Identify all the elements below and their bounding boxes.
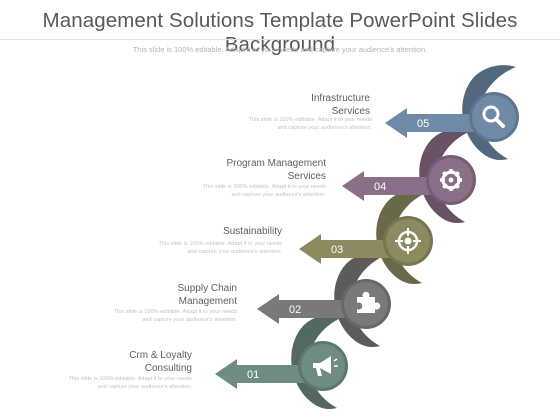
step-02-desc-line-1: This slide is 100% editable. Adapt it to… <box>113 309 237 315</box>
step-02-description: This slide is 100% editable. Adapt it to… <box>67 309 237 324</box>
step-04-arrow <box>342 171 437 201</box>
step-03-arrow <box>299 234 394 264</box>
step-05-description: This slide is 100% editable. Adapt it to… <box>200 117 372 132</box>
step-04-description: This slide is 100% editable. Adapt it to… <box>156 184 326 199</box>
target-icon <box>395 228 421 254</box>
step-04: 04 <box>342 128 476 224</box>
step-05: 05 <box>385 65 519 161</box>
step-05-title-line-1: Infrastructure <box>311 93 370 104</box>
magnifier-icon <box>482 105 505 128</box>
megaphone-icon <box>313 356 338 376</box>
step-01-desc-line-2: and capture your audience's attention. <box>97 383 192 390</box>
step-03-number: 03 <box>331 244 343 256</box>
step-04-title-line-2: Services <box>287 171 326 182</box>
step-02-curl <box>334 252 388 348</box>
step-01-description: This slide is 100% editable. Adapt it to… <box>22 376 192 391</box>
step-05-title: Infrastructure Services <box>230 92 370 118</box>
step-03-title-line-1: Sustainability <box>223 226 282 237</box>
step-03-desc-line-1: This slide is 100% editable. Adapt it to… <box>158 241 282 247</box>
step-02-title-line-2: Management <box>178 296 237 307</box>
step-03-curl <box>376 189 430 285</box>
step-01-title: Crm & Loyalty Consulting <box>52 349 192 375</box>
step-03-desc-line-2: and capture your audience's attention. <box>187 248 282 255</box>
step-01-number: 01 <box>247 369 259 381</box>
step-04-title-line-1: Program Management <box>226 158 327 169</box>
gear-icon <box>440 169 462 191</box>
step-02-desc-line-2: and capture your audience's attention. <box>142 316 237 323</box>
slide-title: Management Solutions Template PowerPoint… <box>42 9 518 56</box>
step-01-title-line-1: Crm & Loyalty <box>129 350 192 361</box>
step-04-curl <box>419 128 473 224</box>
step-03-title: Sustainability <box>142 225 282 238</box>
step-04-desc-line-1: This slide is 100% editable. Adapt it to… <box>202 184 326 190</box>
step-01-arrow <box>215 359 309 389</box>
step-05-title-line-2: Services <box>331 106 370 117</box>
slide-subtitle: This slide is 100% editable. Adapt it to… <box>132 45 428 54</box>
step-02: 02 <box>257 252 391 348</box>
step-01-desc-line-1: This slide is 100% editable. Adapt it to… <box>68 376 192 382</box>
step-03-description: This slide is 100% editable. Adapt it to… <box>112 241 282 256</box>
step-04-number: 04 <box>374 181 386 193</box>
step-04-desc-line-2: and capture your audience's attention. <box>231 191 326 198</box>
step-05-circle <box>472 95 516 139</box>
step-01-curl <box>291 314 345 410</box>
step-05-curl <box>462 65 516 161</box>
step-02-title: Supply Chain Management <box>97 282 237 308</box>
step-02-title-line-1: Supply Chain <box>177 283 237 294</box>
step-01-title-line-2: Consulting <box>144 363 192 374</box>
step-05-arrow <box>385 108 480 138</box>
step-01: 01 <box>215 314 348 410</box>
step-02-arrow <box>257 294 352 324</box>
step-02-number: 02 <box>289 304 301 316</box>
step-05-desc-line-1: This slide is 100% editable. Adapt it to… <box>248 117 372 123</box>
step-04-title: Program Management Services <box>186 157 327 183</box>
step-05-desc-line-2: and capture your audience's attention. <box>277 124 372 131</box>
step-03: 03 <box>299 189 433 285</box>
step-05-number: 05 <box>417 118 429 130</box>
puzzle-icon <box>357 291 381 313</box>
title-divider <box>0 39 560 40</box>
